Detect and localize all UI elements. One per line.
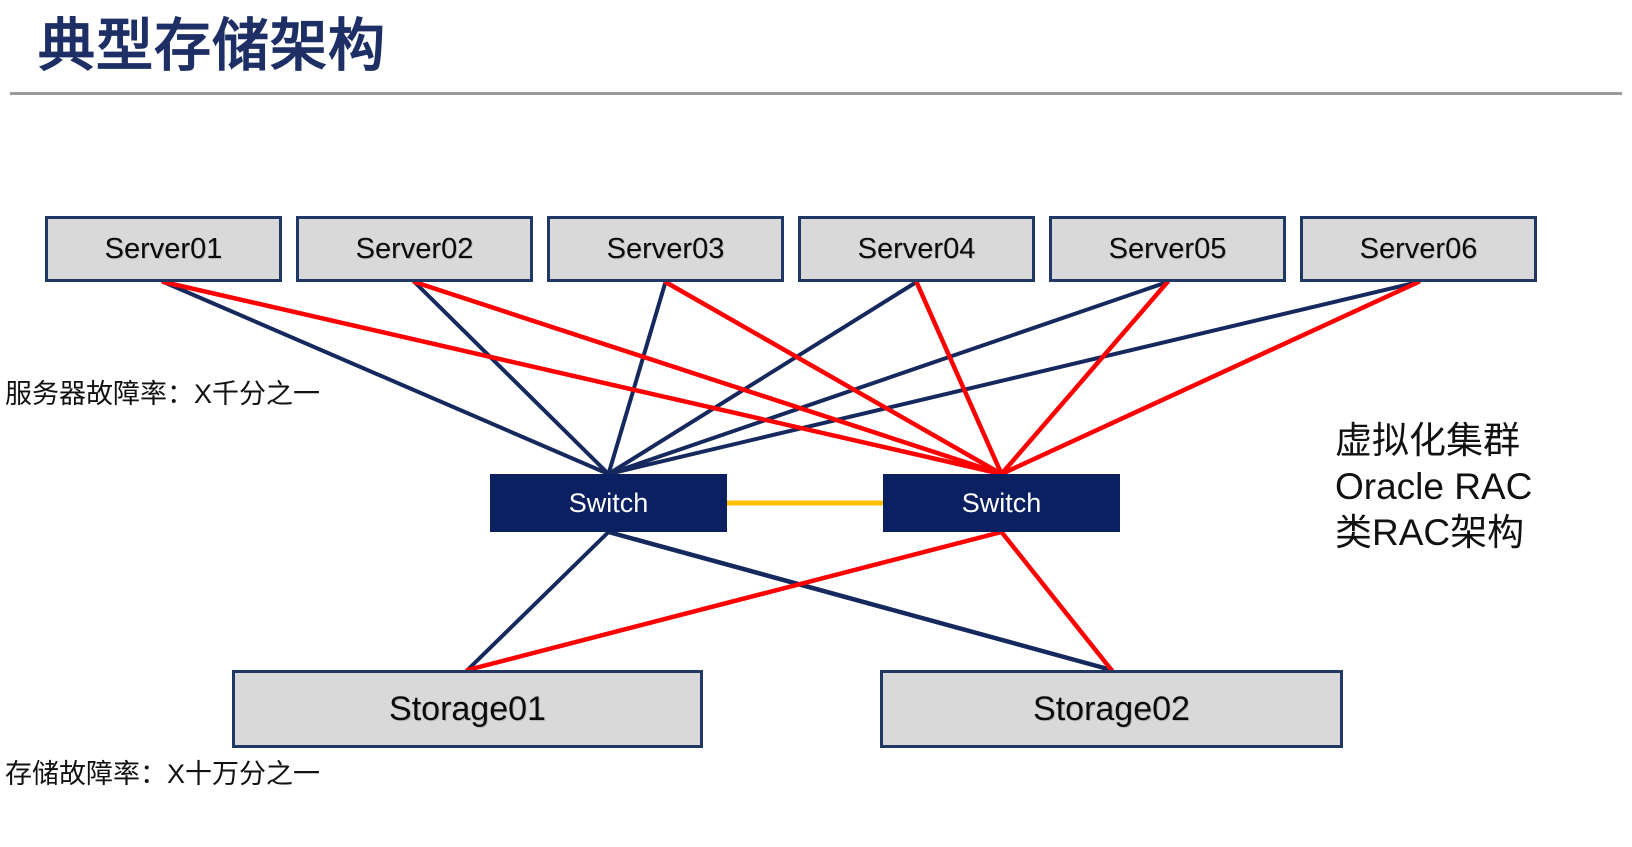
storage01-box: Storage01 (232, 670, 703, 748)
server04-box: Server04 (798, 216, 1035, 282)
server03-label: Server03 (606, 232, 725, 265)
server06-label: Server06 (1359, 232, 1478, 265)
server-failure-rate-label: 服务器故障率：X千分之一 (5, 379, 321, 409)
server04-label: Server04 (857, 232, 976, 265)
storage01-label: Storage01 (389, 689, 546, 728)
cluster-note-line1: 虚拟化集群 (1335, 420, 1520, 461)
server01-label: Server01 (104, 232, 223, 265)
title-divider (10, 92, 1622, 95)
server02-box: Server02 (296, 216, 533, 282)
server02-label: Server02 (355, 232, 474, 265)
switch-left-box: Switch (490, 474, 727, 532)
storage02-label: Storage02 (1033, 689, 1190, 728)
cluster-note-line3: 类RAC架构 (1335, 512, 1525, 553)
server01-box: Server01 (45, 216, 282, 282)
server06-box: Server06 (1300, 216, 1537, 282)
cluster-note: 虚拟化集群 Oracle RAC 类RAC架构 (1335, 418, 1532, 556)
server03-box: Server03 (547, 216, 784, 282)
switch-right-label: Switch (961, 487, 1042, 518)
server05-label: Server05 (1108, 232, 1227, 265)
storage02-box: Storage02 (880, 670, 1343, 748)
server05-box: Server05 (1049, 216, 1286, 282)
cluster-note-line2: Oracle RAC (1335, 466, 1533, 507)
switch-right-box: Switch (883, 474, 1120, 532)
switch-left-label: Switch (568, 487, 649, 518)
storage-failure-rate-label: 存储故障率：X十万分之一 (5, 759, 321, 789)
page-title: 典型存储架构 (38, 14, 386, 78)
